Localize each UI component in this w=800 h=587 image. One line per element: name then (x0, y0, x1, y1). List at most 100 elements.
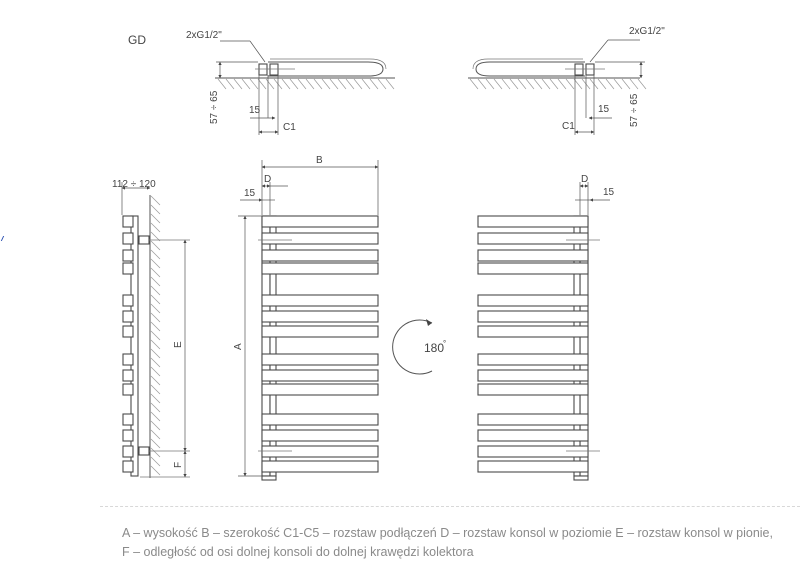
hatch-line (305, 78, 315, 90)
spacing-label-left: C1 (283, 122, 296, 133)
rotation-symbol: 180 ° (392, 319, 446, 375)
hatch-line (150, 411, 161, 422)
hatch-line (621, 78, 631, 90)
side-bar-end (122, 369, 134, 382)
radiator-bar (261, 262, 379, 275)
hatch-line (150, 267, 161, 278)
height-range-right: 57 ÷ 65 (629, 93, 640, 127)
side-bar-end (122, 445, 134, 458)
side-bar-end (122, 232, 134, 245)
side-view: 112 ÷ 120 E F (112, 179, 190, 478)
hatch-line (150, 249, 161, 260)
depth-range-label: 112 ÷ 120 (112, 179, 156, 190)
collector-cap (261, 475, 277, 481)
side-bar-end (122, 249, 134, 262)
hatch-line (385, 78, 395, 90)
rotation-unit: ° (443, 339, 446, 348)
hatch-line (150, 222, 161, 233)
hatch-line (150, 393, 161, 404)
radiator-bar (261, 232, 379, 245)
side-bar-end (122, 383, 134, 396)
radiator-bar (261, 460, 379, 473)
dim-d-label-right: D (581, 174, 588, 185)
hatch-line (377, 78, 387, 90)
radiator-bar (477, 413, 589, 426)
hatch-line (217, 78, 227, 90)
hatch-line (637, 78, 647, 90)
side-bar-end (122, 325, 134, 338)
hatch-line (337, 78, 347, 90)
radiator-bar (261, 429, 379, 442)
legend-line-1: A – wysokość B – szerokość C1-C5 – rozst… (122, 526, 773, 540)
hatch-line (533, 78, 543, 90)
legend-separator (100, 506, 800, 507)
wall-hatch-top-left (217, 78, 395, 90)
front-view-left: B D 15 A (233, 155, 379, 481)
hatch-line (329, 78, 339, 90)
wall-hatch-side (150, 195, 161, 476)
hatch-line (150, 258, 161, 269)
hatch-line (297, 78, 307, 90)
hatch-line (150, 330, 161, 341)
radiator-bar (477, 353, 589, 366)
offset-label-top-left: 15 (249, 105, 261, 116)
hatch-line (150, 213, 161, 224)
side-bar-end (122, 413, 134, 426)
hatch-line (345, 78, 355, 90)
radiator-bar (261, 353, 379, 366)
radiator-bar (261, 310, 379, 323)
hatch-line (313, 78, 323, 90)
hatch-line (150, 429, 161, 440)
hatch-line (265, 78, 275, 90)
hatch-line (477, 78, 487, 90)
dim-a-label: A (233, 343, 244, 350)
radiator-bar (261, 413, 379, 426)
top-view-right: 2xG1/2" 57 ÷ 65 15 C1 (468, 26, 665, 135)
hatch-line (150, 240, 161, 251)
front-right-bars (477, 215, 600, 481)
hatch-line (469, 78, 479, 90)
wall-hatch-top-right (469, 78, 647, 90)
radiator-bar (477, 294, 589, 307)
hatch-line (150, 402, 161, 413)
radiator-bar (477, 249, 589, 262)
hatch-line (150, 312, 161, 323)
hatch-line (613, 78, 623, 90)
hatch-line (605, 78, 615, 90)
radiator-bar (261, 325, 379, 338)
collector-cap (573, 475, 589, 481)
offset-label-front-right: 15 (603, 187, 615, 198)
offset-label-top-right: 15 (598, 104, 610, 115)
hatch-line (150, 339, 161, 350)
hatch-line (150, 465, 161, 476)
radiator-bar (261, 445, 379, 458)
dim-f-label: F (173, 462, 184, 468)
hatch-line (241, 78, 251, 90)
hatch-line (549, 78, 559, 90)
hatch-line (541, 78, 551, 90)
radiator-bar (477, 369, 589, 382)
hatch-line (150, 303, 161, 314)
hatch-line (150, 294, 161, 305)
hatch-line (509, 78, 519, 90)
hatch-line (249, 78, 259, 90)
side-bar-end (122, 215, 134, 228)
radiator-bar (477, 232, 589, 245)
front-left-bars (258, 215, 379, 481)
dim-e-label: E (173, 341, 184, 348)
top-view-left: 2xG1/2" 57 ÷ 65 15 C1 (186, 30, 395, 135)
offset-label-front-left: 15 (244, 188, 256, 199)
radiator-bar (477, 429, 589, 442)
hatch-line (233, 78, 243, 90)
radiator-bar (477, 310, 589, 323)
legend: A – wysokość B – szerokość C1-C5 – rozst… (122, 524, 792, 562)
hatch-line (150, 384, 161, 395)
hatch-line (150, 285, 161, 296)
hatch-line (150, 420, 161, 431)
connection-label-right: 2xG1/2" (629, 26, 665, 37)
radiator-bar (477, 325, 589, 338)
radiator-bar (261, 383, 379, 396)
hatch-line (150, 231, 161, 242)
hatch-line (150, 204, 161, 215)
rotation-label: 180 (424, 341, 444, 355)
